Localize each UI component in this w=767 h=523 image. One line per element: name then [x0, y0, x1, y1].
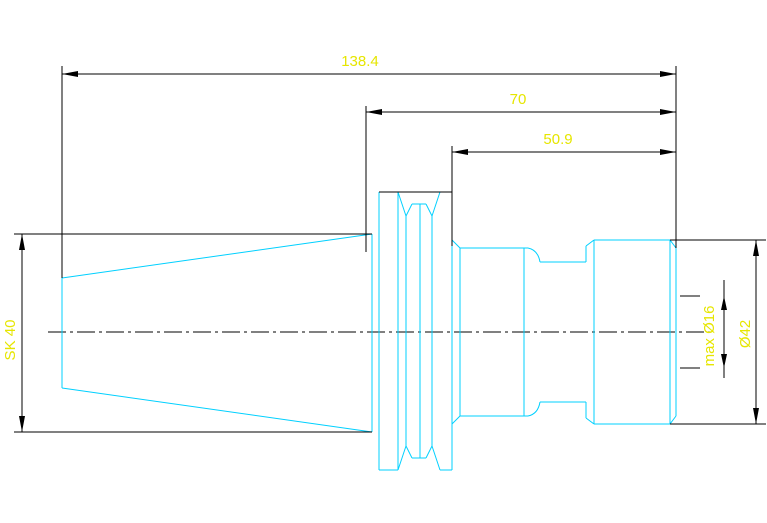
body-step: [451, 239, 541, 425]
overall-length-label: 138.4: [341, 53, 379, 70]
taper-bottom-edge: [61, 387, 373, 433]
shank-length-label: 70: [510, 91, 527, 108]
bore-diameter-label: max Ø16: [701, 306, 718, 367]
body-length-label: 50.9: [543, 131, 572, 148]
dimension-lines: [14, 66, 766, 433]
tool-holder-outline: [61, 191, 677, 471]
front-collar: [585, 239, 677, 425]
taper-top-edge: [61, 233, 373, 279]
neck: [540, 246, 587, 418]
taper-label: SK 40: [2, 320, 19, 361]
outer-diameter-label: Ø42: [737, 320, 754, 348]
